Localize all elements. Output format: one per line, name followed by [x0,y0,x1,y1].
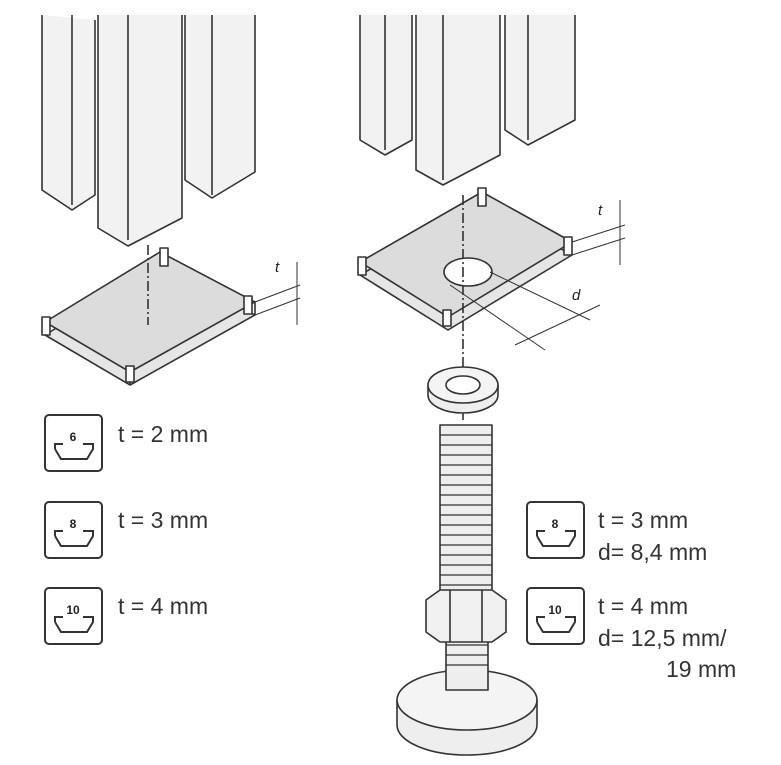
profile-size-6-icon: 6 [44,414,103,472]
left-spec-t-3: t = 4 mm [118,593,208,619]
svg-text:6: 6 [70,430,77,444]
left-plate [41,245,301,386]
svg-text:8: 8 [70,517,77,531]
right-d-label: d [572,287,581,304]
leveling-foot [396,424,538,756]
left-specs: 6 t = 2 mm 8 t = 3 mm 10 t = 4 mm [44,414,208,645]
right-spec-t-1: t = 3 mm [598,507,688,533]
left-profile [41,15,256,247]
left-spec-t-1: t = 2 mm [118,421,208,447]
left-t-label: t [275,259,280,276]
right-plate [357,187,626,420]
svg-text:10: 10 [548,603,562,617]
right-spec-d-1: d= 8,4 mm [598,539,707,565]
right-spec-d-2: d= 12,5 mm/ [598,625,727,651]
washer [427,366,499,414]
svg-text:8: 8 [552,517,559,531]
right-t-label: t [598,202,603,219]
right-spec-d-2-cont: 19 mm [666,656,736,682]
profile-size-10-icon: 10 [526,587,585,645]
left-spec-t-2: t = 3 mm [118,507,208,533]
svg-text:10: 10 [66,603,80,617]
right-spec-t-2: t = 4 mm [598,593,688,619]
profile-size-10-icon: 10 [44,587,103,645]
right-profile [359,15,576,186]
right-specs: 8 t = 3 mm d= 8,4 mm 10 t = 4 mm d= 12,5… [526,501,736,682]
profile-size-8-icon: 8 [44,501,103,559]
profile-size-8-icon: 8 [526,501,585,559]
